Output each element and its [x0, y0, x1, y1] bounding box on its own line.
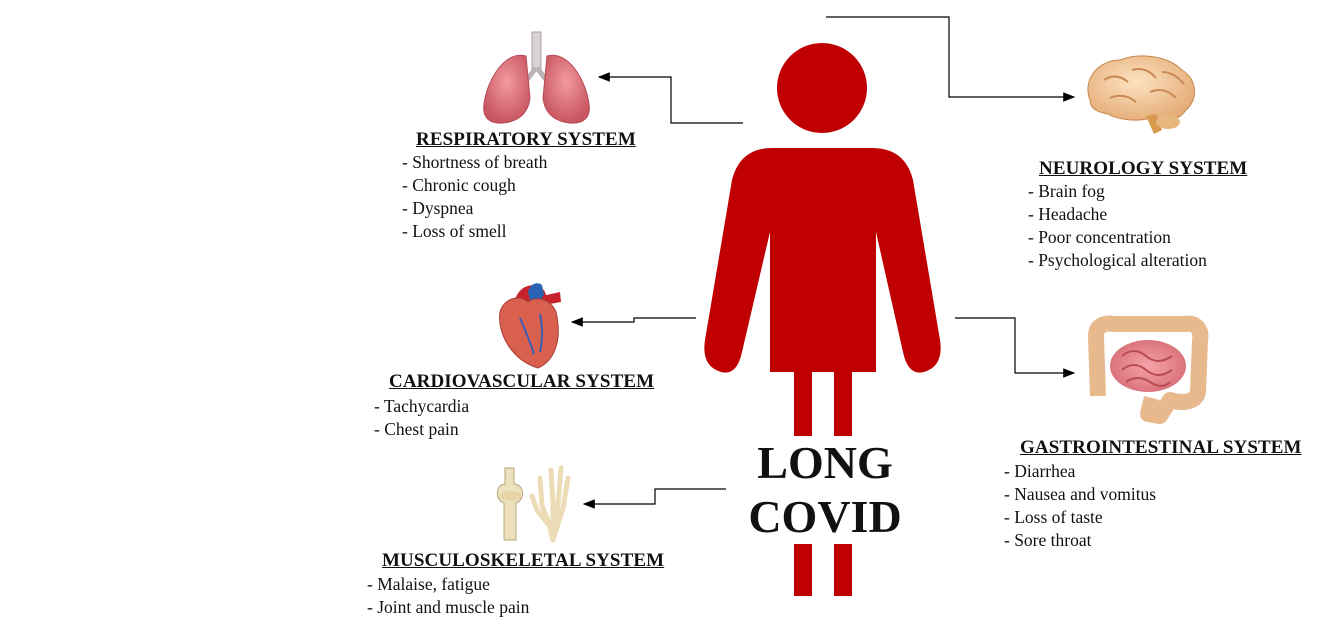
title-line-2: COVID [740, 490, 910, 544]
neurology-symptoms: Brain fog Headache Poor concentration Ps… [1028, 180, 1207, 272]
symptom-item: Joint and muscle pain [367, 596, 529, 619]
symptom-item: Loss of smell [402, 220, 547, 243]
symptom-item: Nausea and vomitus [1004, 483, 1156, 506]
musculoskeletal-heading: MUSCULOSKELETAL SYSTEM [382, 550, 664, 572]
intestine-icon [1096, 324, 1200, 417]
symptom-item: Chest pain [374, 418, 469, 441]
gastrointestinal-heading: GASTROINTESTINAL SYSTEM [1020, 437, 1302, 459]
title-line-1: LONG [740, 436, 910, 490]
symptom-item: Sore throat [1004, 529, 1156, 552]
symptom-item: Malaise, fatigue [367, 573, 529, 596]
symptom-item: Dyspnea [402, 197, 547, 220]
musculoskeletal-symptoms: Malaise, fatigue Joint and muscle pain [367, 573, 529, 619]
arrow-respiratory [599, 77, 743, 123]
cardiovascular-symptoms: Tachycardia Chest pain [374, 395, 469, 441]
symptom-item: Headache [1028, 203, 1207, 226]
symptom-item: Tachycardia [374, 395, 469, 418]
arrow-musculoskeletal [584, 489, 726, 504]
heart-icon [500, 283, 561, 368]
brain-icon [1088, 56, 1195, 134]
respiratory-heading: RESPIRATORY SYSTEM [416, 129, 636, 151]
bones-icon [497, 468, 568, 540]
symptom-item: Chronic cough [402, 174, 547, 197]
respiratory-symptoms: Shortness of breath Chronic cough Dyspne… [402, 151, 547, 243]
symptom-item: Psychological alteration [1028, 249, 1207, 272]
symptom-item: Diarrhea [1004, 460, 1156, 483]
symptom-item: Brain fog [1028, 180, 1207, 203]
figure-head [777, 43, 867, 133]
symptom-item: Loss of taste [1004, 506, 1156, 529]
cardiovascular-heading: CARDIOVASCULAR SYSTEM [389, 371, 654, 393]
symptom-item: Shortness of breath [402, 151, 547, 174]
arrow-cardiovascular [572, 318, 696, 322]
arrow-gastrointestinal [955, 318, 1074, 373]
lungs-icon [484, 32, 590, 123]
symptom-item: Poor concentration [1028, 226, 1207, 249]
gastrointestinal-symptoms: Diarrhea Nausea and vomitus Loss of tast… [1004, 460, 1156, 552]
neurology-heading: NEUROLOGY SYSTEM [1039, 158, 1247, 180]
